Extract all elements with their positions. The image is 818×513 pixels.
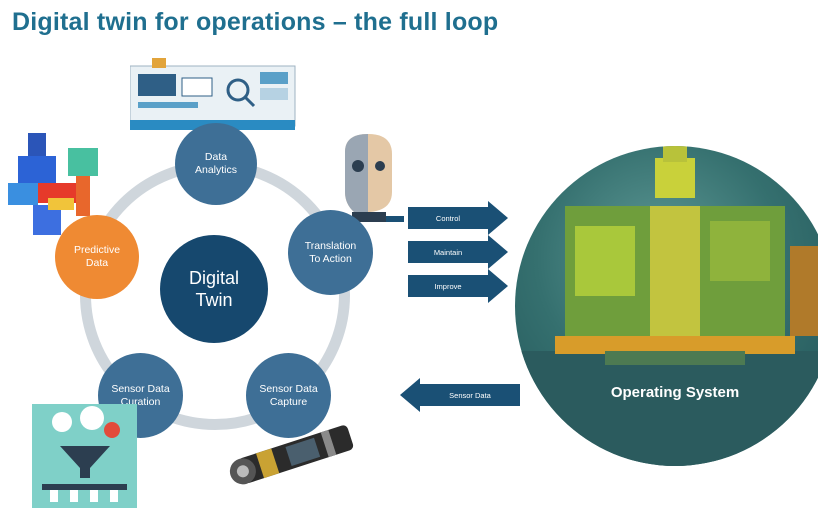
node-predictive-label: Predictive Data	[73, 244, 121, 269]
sensor-device-illustration	[229, 425, 354, 485]
node-capture-label: Sensor Data Capture	[259, 382, 318, 408]
center-line2: Twin	[195, 290, 233, 310]
robot-face-illustration	[345, 134, 404, 222]
node-data-analytics: Data Analytics	[175, 123, 257, 205]
node-predictive-data: Predictive Data	[55, 215, 139, 299]
valve-heatmap-illustration	[8, 133, 98, 235]
improve-arrow-label: Improve	[408, 275, 488, 297]
node-translation-to-action: Translation To Action	[288, 210, 373, 295]
center-line1: Digital	[188, 268, 240, 288]
page-title: Digital twin for operations – the full l…	[12, 8, 499, 36]
funnel-illustration	[32, 404, 137, 508]
maintain-arrow-label: Maintain	[408, 241, 488, 263]
operating-system-label: Operating System	[610, 384, 740, 401]
node-sensor-data-curation: Sensor Data Curation	[98, 353, 183, 438]
digital-twin-center: Digital Twin	[160, 235, 268, 343]
control-arrow-label: Control	[408, 207, 488, 229]
node-translation-label: Translation To Action	[304, 239, 357, 265]
node-sensor-data-capture: Sensor Data Capture	[246, 353, 331, 438]
operating-system-circle: Operating System	[515, 146, 818, 466]
subsea-equipment-illustration	[515, 146, 818, 466]
sensor-data-arrow-label: Sensor Data	[420, 384, 520, 406]
node-data-analytics-label: Data Analytics	[194, 151, 237, 176]
